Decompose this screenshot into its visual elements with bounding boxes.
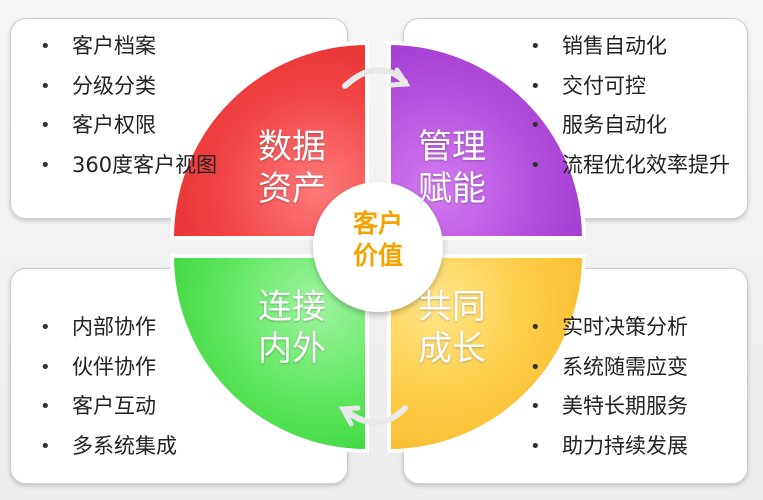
bullet-icon: • [530, 356, 541, 378]
quadrant-label-common-growth: 共同 成长 [392, 286, 512, 370]
list-item-label: 分级分类 [72, 73, 156, 98]
bullet-icon: • [530, 115, 541, 136]
bullet-icon: • [40, 36, 51, 57]
list-item-label: 流程优化效率提升 [562, 152, 730, 177]
bullet-icon: • [530, 75, 541, 97]
quadrant-label-connect-inside-outside: 连接 内外 [232, 286, 352, 370]
quadrant-label-line: 资产 [258, 169, 326, 209]
list-item-label: 客户权限 [72, 113, 156, 137]
rotation-arrow-top-icon [342, 66, 411, 89]
quadrant-data-assets [169, 40, 369, 240]
bullet-icon: • [40, 115, 51, 136]
list-item-label: 服务自动化 [562, 113, 667, 137]
bullet-icon: • [40, 75, 51, 97]
quadrant-label-management-empowerment: 管理 赋能 [392, 126, 512, 210]
quadrant-label-line: 数据 [258, 127, 326, 167]
bullet-icon: • [40, 317, 51, 338]
bullet-icon: • [530, 36, 541, 57]
quadrant-label-line: 内外 [258, 329, 326, 369]
list-item-label: 交付可控 [562, 73, 646, 98]
list-item-label: 360度客户视图 [72, 152, 218, 177]
quadrant-label-line: 赋能 [418, 169, 486, 209]
quadrant-label-line: 管理 [418, 127, 486, 167]
center-label-line: 客户 [352, 209, 403, 238]
bullet-icon: • [530, 154, 541, 176]
bullet-icon: • [40, 396, 51, 417]
list-item-label: 系统随需应变 [562, 354, 688, 379]
list-item-label: 助力持续发展 [562, 433, 688, 458]
quadrant-label-data-assets: 数据 资产 [232, 126, 352, 210]
list-item-label: 伙伴协作 [72, 354, 156, 379]
quadrant-common-growth [387, 254, 587, 454]
quadrant-management-empowerment [387, 40, 587, 240]
rotation-arrow-bottom-icon [338, 405, 408, 427]
list-item-label: 客户档案 [72, 34, 156, 58]
bullet-icon: • [40, 356, 51, 378]
bullet-icon: • [40, 154, 51, 176]
quadrant-connect-inside-outside [169, 254, 369, 454]
list-item-label: 实时决策分析 [562, 315, 688, 339]
list-item-label: 销售自动化 [562, 34, 667, 58]
center-label-customer-value: 客户 价值 [313, 208, 443, 272]
center-circle [313, 182, 443, 312]
list-item-label: 内部协作 [72, 315, 156, 339]
list-item-label: 美特长期服务 [562, 394, 688, 418]
quadrant-label-line: 连接 [258, 287, 326, 327]
pie-quadrants [169, 40, 587, 454]
bullet-icon: • [40, 435, 51, 457]
bullet-icon: • [530, 317, 541, 338]
quadrant-label-line: 成长 [418, 329, 486, 369]
quadrant-label-line: 共同 [418, 287, 486, 327]
list-item-label: 多系统集成 [72, 433, 177, 458]
list-item-label: 客户互动 [72, 394, 156, 418]
bullet-icon: • [530, 396, 541, 417]
center-label-line: 价值 [352, 241, 403, 270]
bullet-icon: • [530, 435, 541, 457]
